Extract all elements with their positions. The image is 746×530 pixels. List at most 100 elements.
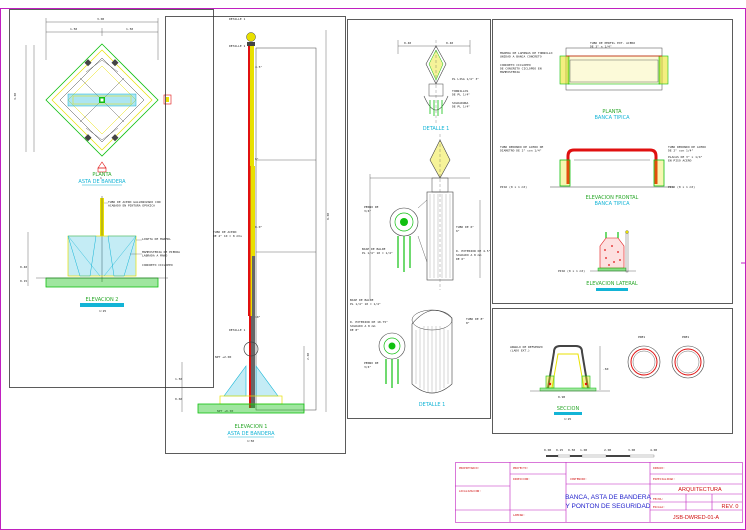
elevacion-2-title: ELEVACION 2 <box>86 297 119 303</box>
panel-planta-asta <box>9 9 214 388</box>
svg-text:0.50: 0.50 <box>568 448 575 452</box>
svg-text:2.00: 2.00 <box>306 353 310 360</box>
ponton-title: SECCION <box>557 406 580 412</box>
svg-text:DE 4" 10 = 8 mts: DE 4" 10 = 8 mts <box>213 234 242 238</box>
svg-text:DE 6": DE 6" <box>456 257 465 261</box>
svg-text:8.0": 8.0" <box>255 225 262 229</box>
detalle-1-title: DETALLE 1 <box>419 402 446 408</box>
svg-text:TUBO REDONDO DE ACERO: TUBO REDONDO DE ACERO <box>668 145 706 149</box>
svg-text:UNIDAD A BANCA CONCRETO: UNIDAD A BANCA CONCRETO <box>500 55 542 59</box>
svg-text:0.00: 0.00 <box>544 448 551 452</box>
svg-text:PL 1/4" 10 = 1/4": PL 1/4" 10 = 1/4" <box>362 251 393 255</box>
svg-text:SOLDADO A 8 mm: SOLDADO A 8 mm <box>456 253 481 257</box>
svg-text:.60: .60 <box>603 367 609 371</box>
svg-text:BASE DE BALDE: BASE DE BALDE <box>350 298 374 302</box>
svg-text:MAMPOSTERIA: MAMPOSTERIA <box>500 70 520 74</box>
planta-banca-subtitle: BANCA TIPICA <box>594 115 630 121</box>
svg-text:0.15: 0.15 <box>20 279 27 283</box>
svg-text:3/4": 3/4" <box>364 365 371 369</box>
svg-text:9.00: 9.00 <box>326 213 330 220</box>
svg-text:PNE1: PNE1 <box>682 335 689 339</box>
svg-text:TUBO REDONDO DE ACERO DE: TUBO REDONDO DE ACERO DE <box>500 145 544 149</box>
svg-text:6": 6" <box>255 157 259 161</box>
svg-text:PISO (0 x 1 mt): PISO (0 x 1 mt) <box>668 185 695 189</box>
svg-text:PERNO DE: PERNO DE <box>364 361 379 365</box>
svg-text:DETALLE 1: DETALLE 1 <box>229 328 245 332</box>
svg-text:MAMPOSTERIA DE PIEDRA: MAMPOSTERIA DE PIEDRA <box>142 250 180 254</box>
svg-text:LAMINA:: LAMINA: <box>513 513 525 517</box>
svg-text:DIBUJO:: DIBUJO: <box>653 466 665 470</box>
sheet-code: JSB-DWRED-01-A <box>673 515 719 521</box>
svg-text:3/4": 3/4" <box>364 209 371 213</box>
svg-text:0.40: 0.40 <box>404 41 411 45</box>
svg-text:1:50: 1:50 <box>247 439 254 443</box>
panel-ponton <box>492 308 733 434</box>
svg-text:DIAMETRO DE 2" con 1/4": DIAMETRO DE 2" con 1/4" <box>500 149 542 153</box>
svg-text:4.5": 4.5" <box>255 65 262 69</box>
svg-text:8": 8" <box>466 321 470 325</box>
svg-text:D. EXTERIOR DE 4.5": D. EXTERIOR DE 4.5" <box>456 249 491 253</box>
svg-text:PLACAS DE 3" x 1/4": PLACAS DE 3" x 1/4" <box>668 155 703 159</box>
panel-banca <box>492 19 733 304</box>
svg-text:TORNILLOS: TORNILLOS <box>452 89 468 93</box>
svg-text:DE 3" x 1/4": DE 3" x 1/4" <box>590 45 612 49</box>
svg-text:3.00: 3.00 <box>628 448 635 452</box>
svg-text:1:25: 1:25 <box>99 309 106 313</box>
svg-text:CONCRETO CICLOPEO: CONCRETO CICLOPEO <box>142 263 173 267</box>
title-block <box>455 462 743 523</box>
planta-banca-title: PLANTA <box>602 109 622 115</box>
svg-text:TUBO DE PERFIL EXT. ACERO: TUBO DE PERFIL EXT. ACERO <box>590 41 635 45</box>
graphic-scale <box>546 454 655 458</box>
svg-text:ACABADO EN PINTURA EPOXICA: ACABADO EN PINTURA EPOXICA <box>108 204 155 208</box>
project-title-line1: BANCA, ASTA DE BANDERA <box>565 494 652 501</box>
svg-text:ESPECIALIDAD:: ESPECIALIDAD: <box>653 477 675 481</box>
svg-text:LOSETA DE MARMOL: LOSETA DE MARMOL <box>142 237 171 241</box>
svg-text:PL LISA 1/4" 3": PL LISA 1/4" 3" <box>452 77 479 81</box>
panel-elevacion-asta <box>165 16 346 454</box>
svg-text:0.40: 0.40 <box>20 265 27 269</box>
svg-text:DE CONCRETO CICLOPEO EN: DE CONCRETO CICLOPEO EN <box>500 67 542 71</box>
svg-text:PL 1/4" 10 = 1/4": PL 1/4" 10 = 1/4" <box>350 302 381 306</box>
svg-text:EN PISO ACERO: EN PISO ACERO <box>668 159 692 163</box>
elevacion-1-subtitle: ASTA DE BANDERA <box>227 431 275 437</box>
svg-text:TUBO DE ACERO: TUBO DE ACERO <box>213 230 237 234</box>
svg-text:PROPIETARIO:: PROPIETARIO: <box>459 466 480 470</box>
svg-text:ESCALA:: ESCALA: <box>653 505 665 509</box>
svg-text:SOLDADURA: SOLDADURA <box>452 101 468 105</box>
svg-text:CONTENIDO:: CONTENIDO: <box>570 477 587 481</box>
planta-asta-subtitle: ASTA DE BANDERA <box>78 179 126 185</box>
svg-text:3.00: 3.00 <box>97 17 104 21</box>
svg-text:TUBO DE ACERO GALVANIZADO CON: TUBO DE ACERO GALVANIZADO CON <box>108 200 161 204</box>
svg-text:DE 2" con 1/4": DE 2" con 1/4" <box>668 149 693 153</box>
svg-text:PROYECTO:: PROYECTO: <box>513 466 528 470</box>
elevacion-frontal-title: ELEVACION FRONTAL <box>586 195 639 201</box>
svg-text:0.90: 0.90 <box>558 395 565 399</box>
project-title-line2: Y PONTON DE SEGURIDAD <box>566 503 651 510</box>
svg-text:PISO (0 x 1 mt): PISO (0 x 1 mt) <box>558 269 585 273</box>
elevacion-1-title: ELEVACION 1 <box>235 424 268 430</box>
svg-text:DE PL 1/4": DE PL 1/4" <box>452 93 470 97</box>
svg-text:NPT +0.00: NPT +0.00 <box>217 409 233 413</box>
svg-text:(LADO EXT.): (LADO EXT.) <box>510 349 530 353</box>
svg-text:0.40: 0.40 <box>446 41 453 45</box>
svg-text:LOCALIZACION:: LOCALIZACION: <box>459 489 481 493</box>
svg-text:TUBO DE 8": TUBO DE 8" <box>466 317 484 321</box>
panel-detalles <box>347 19 491 419</box>
discipline-label: ARQUITECTURA <box>678 487 722 493</box>
svg-text:0.60: 0.60 <box>175 397 182 401</box>
elevacion-frontal-subtitle: BANCA TIPICA <box>594 201 630 207</box>
svg-text:1: 1 <box>100 176 102 180</box>
svg-text:DETALLE 1: DETALLE 1 <box>229 44 245 48</box>
svg-text:PISO (0 x 1 mt): PISO (0 x 1 mt) <box>500 185 527 189</box>
svg-text:6": 6" <box>456 229 460 233</box>
detalle-punta-title: DETALLE 1 <box>423 126 450 132</box>
svg-text:DE 8": DE 8" <box>350 328 359 332</box>
svg-text:BASE DE BALDE: BASE DE BALDE <box>362 247 386 251</box>
svg-text:LABRADA A MANO: LABRADA A MANO <box>142 254 167 258</box>
svg-text:1.50: 1.50 <box>126 27 133 31</box>
svg-text:NPT +2.00: NPT +2.00 <box>215 355 231 359</box>
svg-text:PNE1: PNE1 <box>638 335 645 339</box>
svg-text:DE PL 1/4": DE PL 1/4" <box>452 105 470 109</box>
